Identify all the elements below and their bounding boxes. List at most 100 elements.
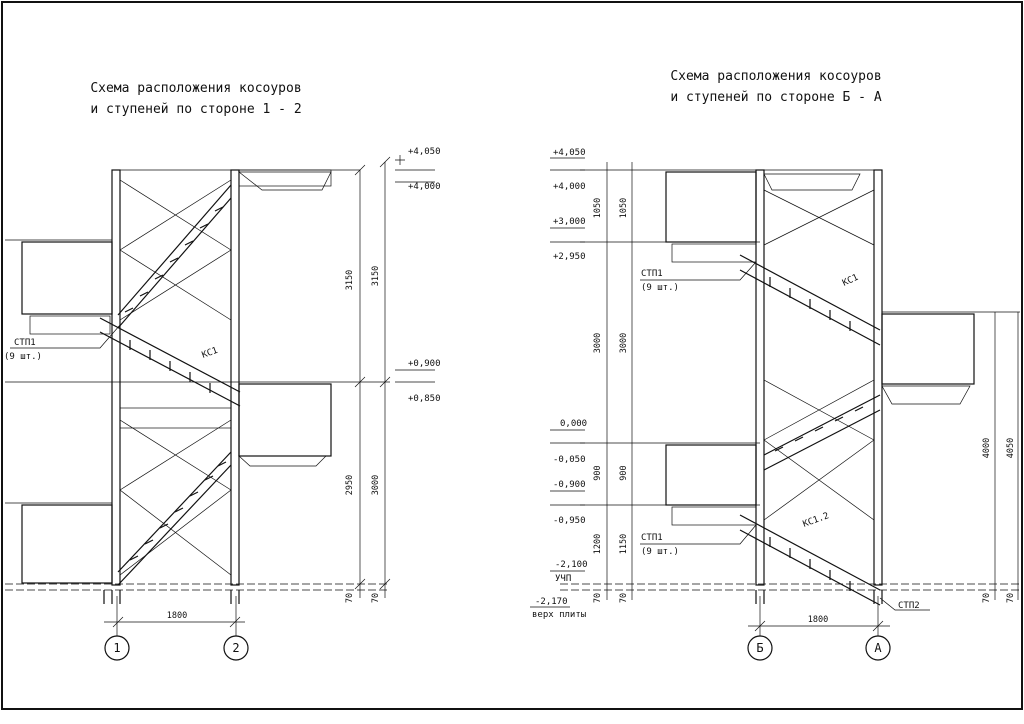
- axis-label: Б: [756, 641, 763, 655]
- dim-value: 3150: [371, 266, 381, 286]
- stringer: [117, 451, 232, 573]
- level-label: +4,000: [408, 182, 441, 192]
- dim-value: 1050: [593, 198, 603, 218]
- dim-value: 70: [982, 593, 992, 603]
- base-plates: [103, 590, 240, 604]
- ks-label: КС1: [841, 273, 860, 289]
- level-label: +0,900: [408, 359, 441, 369]
- ks-label: КС1: [201, 346, 220, 361]
- level-label: -0,050: [553, 455, 586, 465]
- leader-line: [640, 261, 757, 281]
- bracing: [763, 189, 875, 246]
- steps: [129, 340, 211, 393]
- axis-label: А: [874, 641, 882, 655]
- level-label: 0,000: [560, 419, 587, 429]
- dim-value: 70: [593, 593, 603, 603]
- dim-value: 1050: [619, 198, 629, 218]
- stp-count: (9 шт.): [641, 283, 679, 293]
- level-label: +0,850: [408, 394, 441, 404]
- right-view: Схема расположения косоуров и ступеней п…: [530, 69, 1020, 661]
- landing-treads: [238, 383, 332, 457]
- dim-value: 3000: [593, 333, 603, 353]
- level-label: -0,900: [553, 480, 586, 490]
- level-label: +4,000: [553, 182, 586, 192]
- steps: [124, 206, 224, 313]
- axis-label: 1: [113, 641, 120, 655]
- level-ticks: [530, 157, 585, 608]
- dim-value: 4000: [982, 438, 992, 458]
- steps: [774, 406, 864, 452]
- dim-value: 3000: [371, 475, 381, 495]
- landing-beam: [881, 385, 971, 405]
- slab-top-label: верх плиты: [532, 610, 586, 620]
- dim-value: 900: [593, 465, 603, 480]
- axis-bubble: [747, 635, 773, 661]
- column-axis-2: [230, 169, 240, 586]
- uchp-label: УЧП: [555, 574, 571, 584]
- stp-count: (9 шт.): [4, 352, 42, 362]
- ks2-label: КС1.2: [802, 511, 831, 530]
- stringer: [117, 464, 232, 586]
- left-title-2: и ступеней по стороне 1 - 2: [90, 102, 301, 117]
- landing-beam: [671, 506, 757, 526]
- axis-bubble: [223, 635, 249, 661]
- dim-value: 70: [371, 593, 381, 603]
- landing-beam: [671, 243, 757, 263]
- stringer-ks1: [99, 317, 241, 393]
- landing-treads: [21, 504, 113, 584]
- steps: [129, 461, 227, 561]
- landing-beam: [237, 171, 332, 191]
- left-view: Схема расположения косоуров и ступеней п…: [4, 81, 441, 661]
- level-ticks: [395, 169, 435, 383]
- span-value: 1800: [167, 611, 187, 621]
- base-plates: [755, 590, 883, 604]
- dim-value: 70: [345, 593, 355, 603]
- level-label: +2,950: [553, 252, 586, 262]
- landing-beam: [238, 455, 327, 467]
- steps: [769, 277, 851, 331]
- dim-value: 70: [1006, 593, 1016, 603]
- right-title-1: Схема расположения косоуров: [670, 69, 881, 84]
- landing-treads: [881, 313, 975, 385]
- level-label: -2,100: [555, 560, 588, 570]
- dim-value: 1200: [593, 534, 603, 554]
- landing-treads: [21, 241, 113, 315]
- right-title-2: и ступеней по стороне Б - А: [670, 90, 881, 105]
- span-value: 1800: [808, 615, 828, 625]
- landing-treads: [665, 444, 757, 506]
- top-landing: [238, 169, 332, 187]
- dim-value: 3150: [345, 270, 355, 290]
- level-label: +3,000: [553, 217, 586, 227]
- axis-bubble: [104, 635, 130, 661]
- level-label: -2,170: [535, 597, 568, 607]
- landing-beam: [763, 173, 861, 191]
- bracing: [119, 419, 232, 576]
- left-title-1: Схема расположения косоуров: [90, 81, 301, 96]
- landing-treads: [665, 171, 757, 243]
- leader-line: [10, 324, 121, 349]
- axis-bubble: [865, 635, 891, 661]
- dim-value: 900: [619, 465, 629, 480]
- dim-value: 70: [619, 593, 629, 603]
- stringer-ks12: [739, 514, 881, 591]
- stringer: [117, 184, 232, 316]
- dim-ticks: [354, 156, 391, 590]
- stp-count: (9 шт.): [641, 547, 679, 557]
- stringer: [117, 197, 232, 329]
- level-label: +4,050: [408, 147, 441, 157]
- column-axis-1: [111, 169, 121, 586]
- landing-beam: [29, 315, 111, 335]
- level-label: -0,950: [553, 516, 586, 526]
- stringer: [763, 409, 881, 471]
- leader-line: [640, 524, 757, 545]
- bracing: [763, 379, 875, 521]
- column-axis-a: [873, 169, 883, 586]
- stringer-ks1: [739, 254, 881, 331]
- steps: [769, 537, 851, 591]
- level-label: +4,050: [553, 148, 586, 158]
- dim-value: 4050: [1006, 438, 1016, 458]
- stp-label: СТП1: [641, 533, 663, 543]
- landing-beam: [119, 407, 232, 429]
